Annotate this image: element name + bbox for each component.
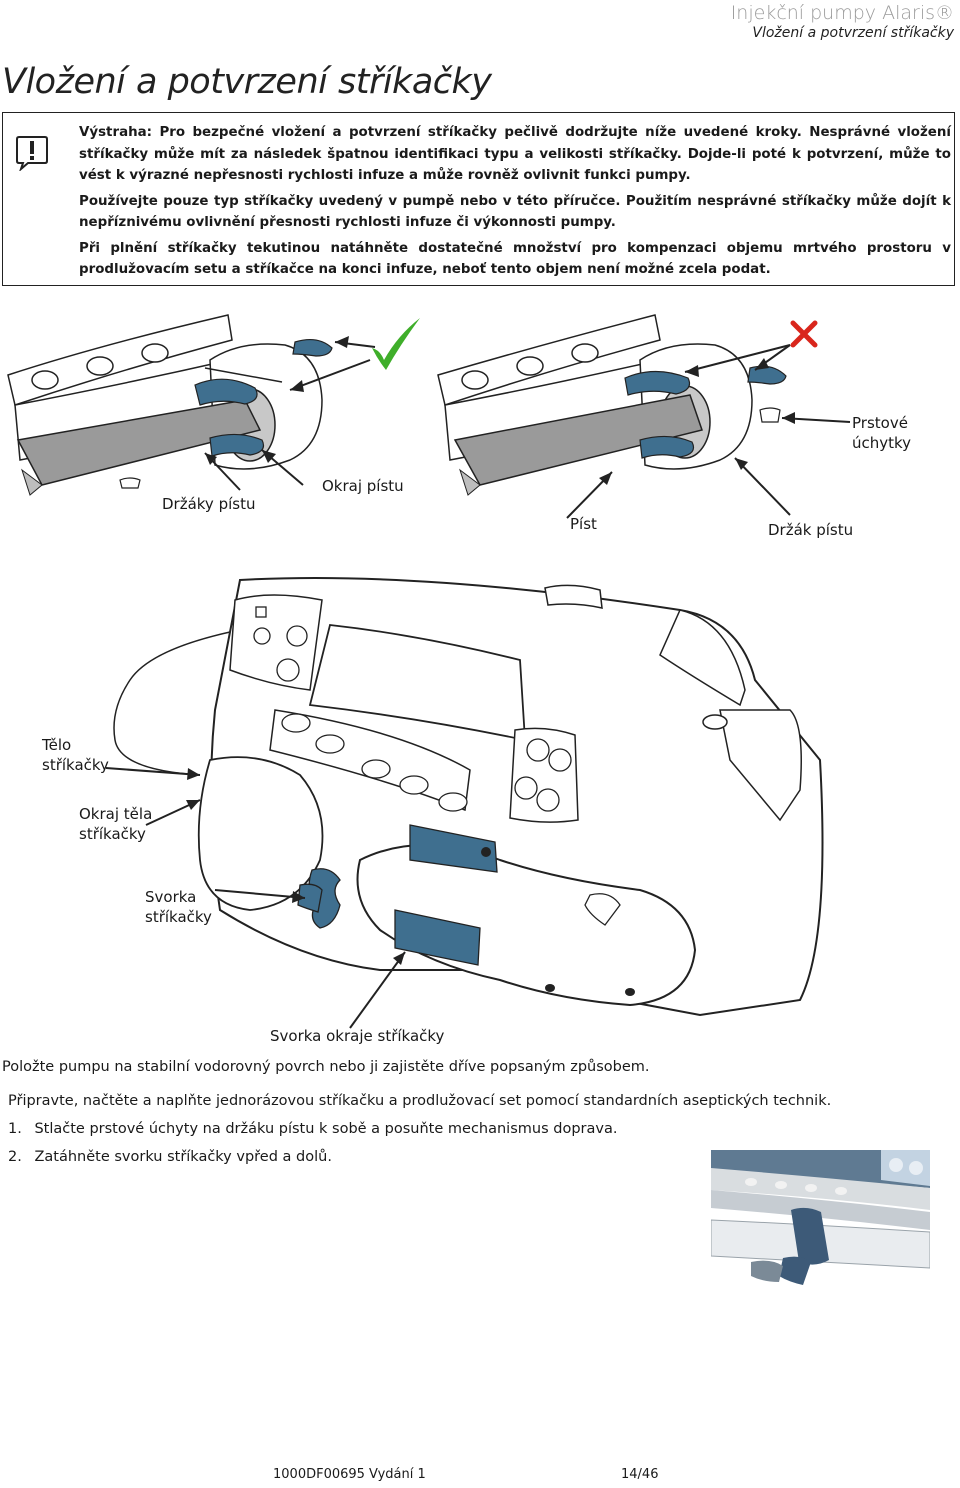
step-2-text: Zatáhněte svorku stříkačky vpřed a dolů. — [34, 1149, 332, 1165]
label-syringe-clamp: Svorka stříkačky — [145, 887, 212, 927]
warning-text: Výstraha: Pro bezpečné vložení a potvrze… — [79, 122, 951, 285]
label-barrel-rim-line1: Okraj těla — [79, 805, 153, 823]
instruction-paragraph-1: Položte pumpu na stabilní vodorovný povr… — [2, 1059, 650, 1075]
plunger-figure — [7, 314, 851, 519]
step-1-text: Stlačte prstové úchyty na držáku pístu k… — [34, 1121, 618, 1137]
header-subtitle: Vložení a potvrzení stříkačky — [752, 25, 954, 41]
cross-icon — [790, 320, 818, 348]
warning-icon — [16, 136, 48, 171]
page-title: Vložení a potvrzení stříkačky — [2, 62, 492, 102]
label-finger-grips-line1: Prstové — [852, 414, 908, 432]
syringe-clamp-photo — [711, 1150, 930, 1300]
label-syringe-clamp-line2: stříkačky — [145, 908, 212, 926]
header-title: Injekční pumpy Alaris® — [730, 2, 954, 24]
label-syringe-barrel-line1: Tělo — [42, 736, 72, 754]
step-2: 2. Zatáhněte svorku stříkačky vpřed a do… — [8, 1149, 332, 1165]
step-2-number: 2. — [8, 1149, 22, 1165]
label-barrel-rim: Okraj těla stříkačky — [79, 804, 152, 844]
warning-paragraph-3: Při plnění stříkačky tekutinou natáhněte… — [79, 240, 951, 278]
step-1: 1. Stlačte prstové úchyty na držáku píst… — [8, 1121, 617, 1137]
warning-box: Výstraha: Pro bezpečné vložení a potvrze… — [2, 112, 955, 286]
check-icon — [372, 318, 420, 370]
label-plunger-holders: Držáky pístu — [162, 495, 256, 513]
label-plunger-rim: Okraj pístu — [322, 477, 404, 495]
label-syringe-barrel-line2: stříkačky — [42, 756, 109, 774]
footer-doc-id: 1000DF00695 Vydání 1 — [273, 1467, 426, 1482]
label-plunger-holder: Držák pístu — [768, 521, 854, 539]
plunger-correct-illustration — [7, 314, 420, 496]
step-1-number: 1. — [8, 1121, 22, 1137]
label-barrel-rim-line2: stříkačky — [79, 825, 146, 843]
pump-figure — [105, 577, 824, 1029]
footer-page-number: 14/46 — [621, 1467, 659, 1482]
label-rim-clamp: Svorka okraje stříkačky — [270, 1027, 445, 1045]
label-finger-grips: Prstové úchytky — [852, 413, 911, 453]
label-finger-grips-line2: úchytky — [852, 434, 912, 452]
label-syringe-barrel: Tělo stříkačky — [42, 735, 109, 775]
label-syringe-clamp-line1: Svorka — [145, 888, 197, 906]
plunger-incorrect-illustration — [437, 314, 851, 519]
warning-paragraph-2: Používejte pouze typ stříkačky uvedený v… — [79, 193, 951, 231]
warning-paragraph-1: Výstraha: Pro bezpečné vložení a potvrze… — [79, 125, 951, 183]
instruction-paragraph-2: Připravte, načtěte a naplňte jednorázovo… — [8, 1093, 832, 1109]
label-plunger: Píst — [570, 515, 597, 533]
